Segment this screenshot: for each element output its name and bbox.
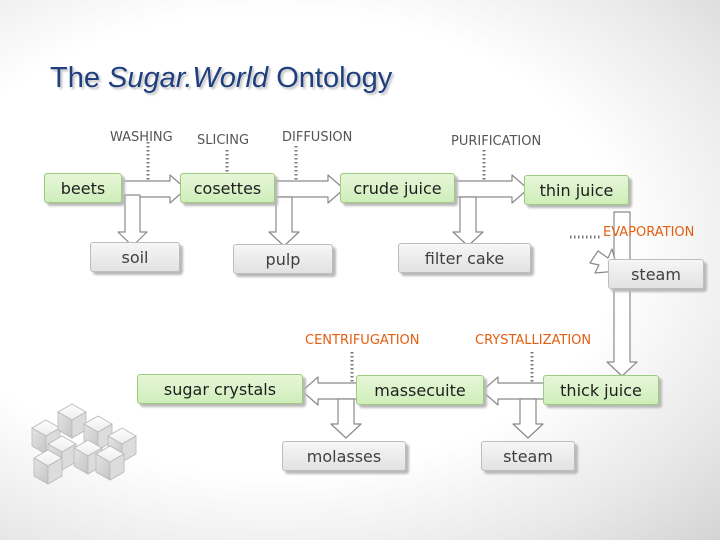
title-prefix: The [50,62,109,94]
box-cosettes: cosettes [180,173,275,203]
arrow-thick-juice-to-steam [512,398,544,439]
box-thin-juice: thin juice [524,175,629,205]
box-massecuite: massecuite [356,375,484,405]
arrow-crude-juice-to-filter-cake [452,196,484,247]
arrow-beets-to-soil [117,194,148,247]
arrow-cosettes-to-pulp [268,196,300,247]
process-purification: PURIFICATION [451,134,542,149]
process-slicing: SLICING [197,133,250,148]
process-washing: WASHING [110,130,173,145]
box-filter-cake: filter cake [398,243,531,273]
title-italic: Sugar.World [108,62,269,94]
box-molasses: molasses [282,441,406,471]
box-steam-bottom: steam [481,441,575,471]
arrow-massecuite-to-sugar-crystals [301,376,363,406]
box-pulp: pulp [233,244,333,274]
process-crystallization: CRYSTALLIZATION [475,333,592,348]
box-crude-juice: crude juice [340,173,455,203]
arrow-massecuite-to-molasses [330,398,362,439]
process-diffusion: DIFFUSION [282,130,353,145]
box-soil: soil [90,242,180,272]
box-sugar-crystals: sugar crystals [137,374,303,404]
box-beets: beets [44,173,122,203]
sugar-cubes-image [31,403,137,485]
title-suffix: Ontology [268,62,393,94]
arrow-thin-juice-to-thick-juice [606,211,638,377]
box-steam-top: steam [608,259,704,289]
page-title: The Sugar.World Ontology [50,62,392,95]
process-centrifugation: CENTRIFUGATION [305,333,420,348]
process-evaporation: EVAPORATION [603,225,695,240]
box-thick-juice: thick juice [543,375,659,405]
